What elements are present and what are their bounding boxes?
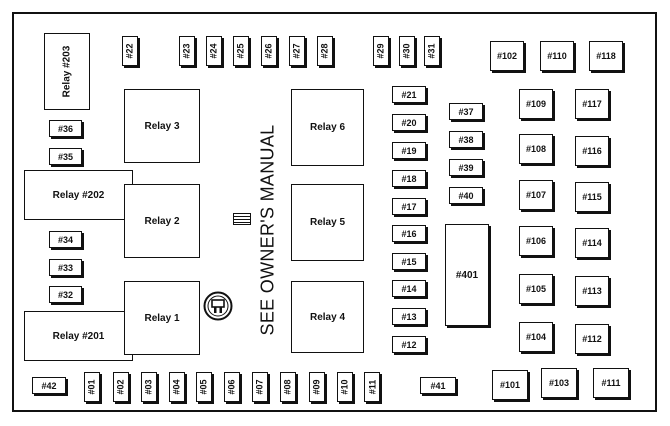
- fuse-115: #115: [575, 182, 609, 212]
- relay-1: Relay 1: [124, 281, 200, 355]
- fuse-27: #27: [289, 36, 305, 66]
- fuse-105: #105: [519, 274, 553, 304]
- fuse-12: #12: [392, 336, 426, 353]
- fuse-112: #112: [575, 324, 609, 354]
- fuse-38: #38: [449, 131, 483, 148]
- fuse-09: #09: [309, 372, 325, 402]
- fuse-11: #11: [364, 372, 380, 402]
- fuse-05: #05: [196, 372, 212, 402]
- relay-2: Relay 2: [124, 184, 200, 258]
- fuse-07: #07: [252, 372, 268, 402]
- relay-6: Relay 6: [291, 89, 364, 166]
- fuse-34: #34: [49, 231, 82, 248]
- fuse-25: #25: [233, 36, 249, 66]
- relay-202: Relay #202: [24, 170, 133, 220]
- relay-203: Relay #203: [44, 33, 90, 110]
- fuse-03: #03: [141, 372, 157, 402]
- fuse-21: #21: [392, 86, 426, 103]
- fuse-113: #113: [575, 276, 609, 306]
- fuse-08: #08: [280, 372, 296, 402]
- fuse-39: #39: [449, 159, 483, 176]
- fuse-23: #23: [179, 36, 195, 66]
- relay-4: Relay 4: [291, 281, 364, 353]
- stack-icon: [233, 213, 251, 225]
- fuse-101: #101: [492, 370, 528, 400]
- fuse-26: #26: [261, 36, 277, 66]
- fuse-32: #32: [49, 286, 82, 303]
- fuse-116: #116: [575, 136, 609, 166]
- fuse-24: #24: [206, 36, 222, 66]
- fuse-108: #108: [519, 134, 553, 164]
- fuse-02: #02: [113, 372, 129, 402]
- fuse-103: #103: [541, 368, 577, 398]
- fuse-16: #16: [392, 225, 426, 242]
- fuse-31: #31: [424, 36, 440, 66]
- fuse-117: #117: [575, 89, 609, 119]
- fuse-41: #41: [420, 377, 456, 394]
- fuse-18: #18: [392, 170, 426, 187]
- mini-fuse-icon: [203, 291, 233, 321]
- relay-201: Relay #201: [24, 311, 133, 361]
- fuse-13: #13: [392, 308, 426, 325]
- fuse-28: #28: [317, 36, 333, 66]
- fuse-42: #42: [32, 377, 66, 394]
- fuse-106: #106: [519, 226, 553, 256]
- relay-5: Relay 5: [291, 184, 364, 261]
- fuse-40: #40: [449, 187, 483, 204]
- relay-3: Relay 3: [124, 89, 200, 163]
- fuse-36: #36: [49, 120, 82, 137]
- fuse-04: #04: [169, 372, 185, 402]
- fuse-37: #37: [449, 103, 483, 120]
- fuse-109: #109: [519, 89, 553, 119]
- fuse-17: #17: [392, 198, 426, 215]
- fuse-20: #20: [392, 114, 426, 131]
- fuse-19: #19: [392, 142, 426, 159]
- fuse-15: #15: [392, 253, 426, 270]
- fuse-114: #114: [575, 228, 609, 258]
- fuse-107: #107: [519, 180, 553, 210]
- fuse-10: #10: [337, 372, 353, 402]
- fuse-06: #06: [224, 372, 240, 402]
- fuse-30: #30: [399, 36, 415, 66]
- fuse-118: #118: [589, 41, 623, 71]
- fuse-401: #401: [445, 224, 489, 326]
- fuse-14: #14: [392, 280, 426, 297]
- fuse-104: #104: [519, 322, 553, 352]
- fuse-01: #01: [84, 372, 100, 402]
- fuse-22: #22: [122, 36, 138, 66]
- fuse-29: #29: [373, 36, 389, 66]
- fuse-35: #35: [49, 148, 82, 165]
- fuse-111: #111: [593, 368, 629, 398]
- fuse-102: #102: [490, 41, 524, 71]
- fuse-110: #110: [540, 41, 574, 71]
- fuse-33: #33: [49, 259, 82, 276]
